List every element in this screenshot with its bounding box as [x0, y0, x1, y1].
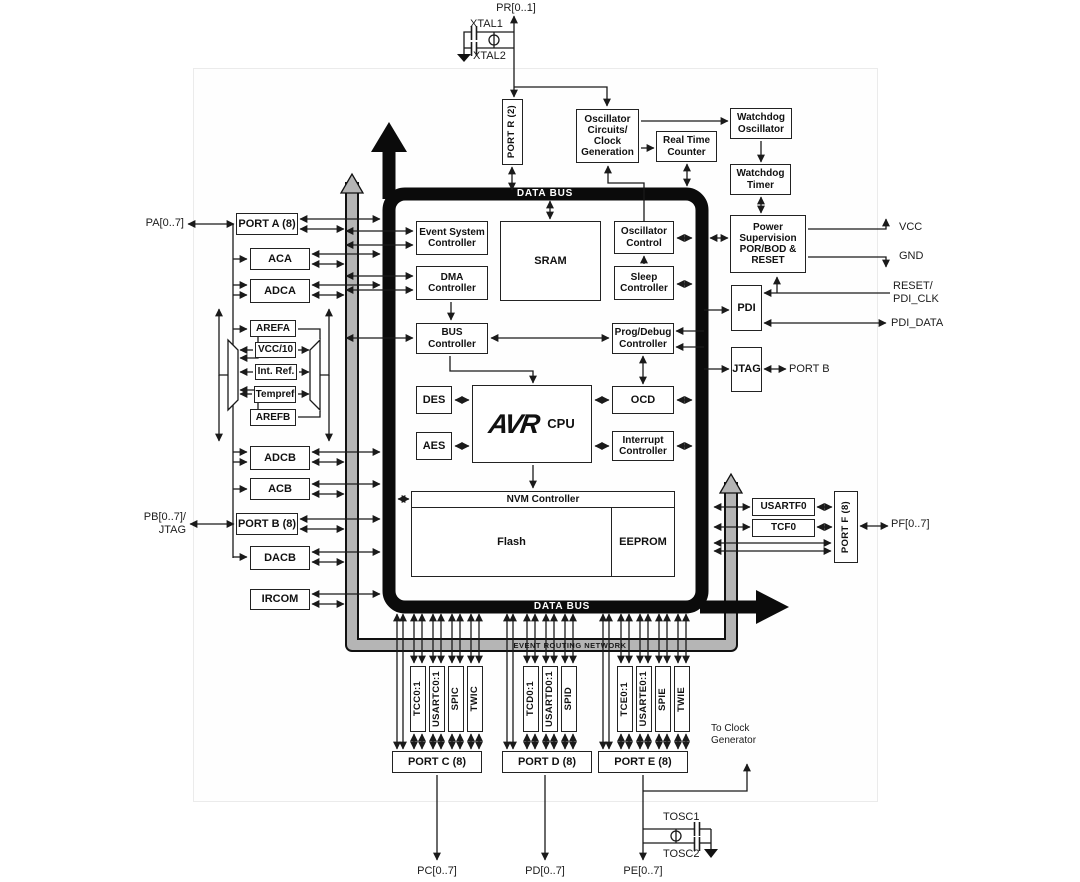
block-dacb: DACB: [250, 546, 310, 570]
block-aes: AES: [416, 432, 452, 460]
block-adca: ADCA: [250, 279, 310, 303]
pin-label-reset-pdiclk: RESET/ PDI_CLK: [893, 280, 939, 305]
data-bus-top-label: DATA BUS: [516, 188, 574, 199]
pin-label-pdi-data: PDI_DATA: [891, 317, 944, 329]
block-port-f: PORT F (8): [834, 491, 858, 563]
block-port-e: PORT E (8): [598, 751, 688, 773]
block-eeprom: EEPROM: [619, 535, 667, 548]
block-avr-cpu: AVR CPU: [472, 385, 592, 463]
block-tcd01: TCD0:1: [523, 666, 539, 732]
block-port-b: PORT B (8): [236, 513, 298, 535]
block-tempref: Tempref: [254, 386, 296, 403]
block-oscillator-control: Oscillator Control: [614, 221, 674, 254]
block-usarte01: USARTE0:1: [636, 666, 652, 732]
data-bus-frame: [371, 122, 789, 624]
block-jtag: JTAG: [731, 347, 762, 392]
pin-label-pr: PR[0..1]: [496, 2, 536, 14]
note-to-clock-generator: To Clock Generator: [711, 723, 757, 746]
block-interrupt-controller: Interrupt Controller: [612, 431, 674, 461]
block-tcf0: TCF0: [752, 519, 815, 537]
block-spic: SPIC: [448, 666, 464, 732]
block-watchdog-oscillator: Watchdog Oscillator: [730, 108, 792, 139]
pin-label-pf: PF[0..7]: [891, 518, 930, 530]
block-prog-debug-controller: Prog/Debug Controller: [612, 323, 674, 354]
block-bus-controller: BUS Controller: [416, 323, 488, 354]
block-usartc01: USARTC0:1: [429, 666, 445, 732]
block-tce01: TCE0:1: [617, 666, 633, 732]
block-watchdog-timer: Watchdog Timer: [730, 164, 791, 195]
block-nvm: NVM Controller Flash EEPROM: [411, 491, 675, 577]
block-event-system-controller: Event System Controller: [416, 221, 488, 255]
block-usartd01: USARTD0:1: [542, 666, 558, 732]
ref-mux-left: [227, 338, 239, 412]
block-spid: SPID: [561, 666, 577, 732]
pin-label-pd: PD[0..7]: [525, 865, 565, 877]
pin-label-xtal2: XTAL2: [473, 50, 506, 62]
avr-logo: AVR: [487, 408, 541, 439]
connector-wires: [187, 15, 890, 861]
pin-label-gnd: GND: [899, 250, 924, 262]
block-sram: SRAM: [500, 221, 601, 301]
pin-label-pc: PC[0..7]: [417, 865, 457, 877]
tosc-ground-symbol: [704, 849, 718, 858]
block-adcb: ADCB: [250, 446, 310, 470]
data-bus-up-arrow: [371, 122, 407, 152]
event-routing-bus: [339, 172, 744, 652]
data-bus-bottom-label: DATA BUS: [533, 601, 591, 612]
tosc-crystal-symbol: [670, 830, 682, 842]
block-oscillator-circuits: Oscillator Circuits/ Clock Generation: [576, 109, 639, 163]
block-power-supervision: Power Supervision POR/BOD & RESET: [730, 215, 806, 273]
block-port-d: PORT D (8): [502, 751, 592, 773]
xtal-ground-symbol: [457, 54, 471, 62]
block-vcc10: VCC/10: [255, 342, 296, 358]
xtal-crystal-symbol: [488, 34, 500, 46]
event-routing-network-label: EVENT ROUTING NETWORK: [513, 641, 627, 650]
pin-label-tosc1: TOSC1: [663, 811, 700, 823]
pin-label-tosc2: TOSC2: [663, 848, 700, 860]
pin-label-pe: PE[0..7]: [623, 865, 663, 877]
block-dma-controller: DMA Controller: [416, 266, 488, 300]
block-port-r: PORT R (2): [502, 99, 523, 165]
block-usartf0: USARTF0: [752, 498, 815, 516]
pin-label-pa: PA[0..7]: [145, 217, 184, 229]
block-real-time-counter: Real Time Counter: [656, 131, 717, 162]
block-spie: SPIE: [655, 666, 671, 732]
block-int-ref: Int. Ref.: [255, 364, 297, 380]
block-port-c: PORT C (8): [392, 751, 482, 773]
pin-label-xtal1: XTAL1: [470, 18, 503, 30]
block-tcc01: TCC0:1: [410, 666, 426, 732]
block-sleep-controller: Sleep Controller: [614, 266, 674, 300]
block-arefb: AREFB: [250, 409, 296, 426]
block-port-a: PORT A (8): [236, 213, 298, 235]
block-aca: ACA: [250, 248, 310, 270]
block-des: DES: [416, 386, 452, 414]
pin-label-vcc: VCC: [899, 221, 923, 233]
block-pdi: PDI: [731, 285, 762, 331]
block-nvm-controller: NVM Controller: [412, 492, 674, 508]
block-flash: Flash: [412, 508, 612, 576]
block-twic: TWIC: [467, 666, 483, 732]
block-twie: TWIE: [674, 666, 690, 732]
cpu-label: CPU: [547, 415, 575, 431]
block-arefa: AREFA: [250, 320, 296, 337]
data-bus-right-arrow: [756, 590, 789, 624]
pin-label-port-b: PORT B: [789, 363, 830, 375]
block-acb: ACB: [250, 478, 310, 500]
block-ocd: OCD: [612, 386, 674, 414]
ref-mux-right: [309, 338, 321, 412]
pin-label-pb-jtag: PB[0..7]/ JTAG: [143, 511, 186, 536]
block-ircom: IRCOM: [250, 589, 310, 610]
